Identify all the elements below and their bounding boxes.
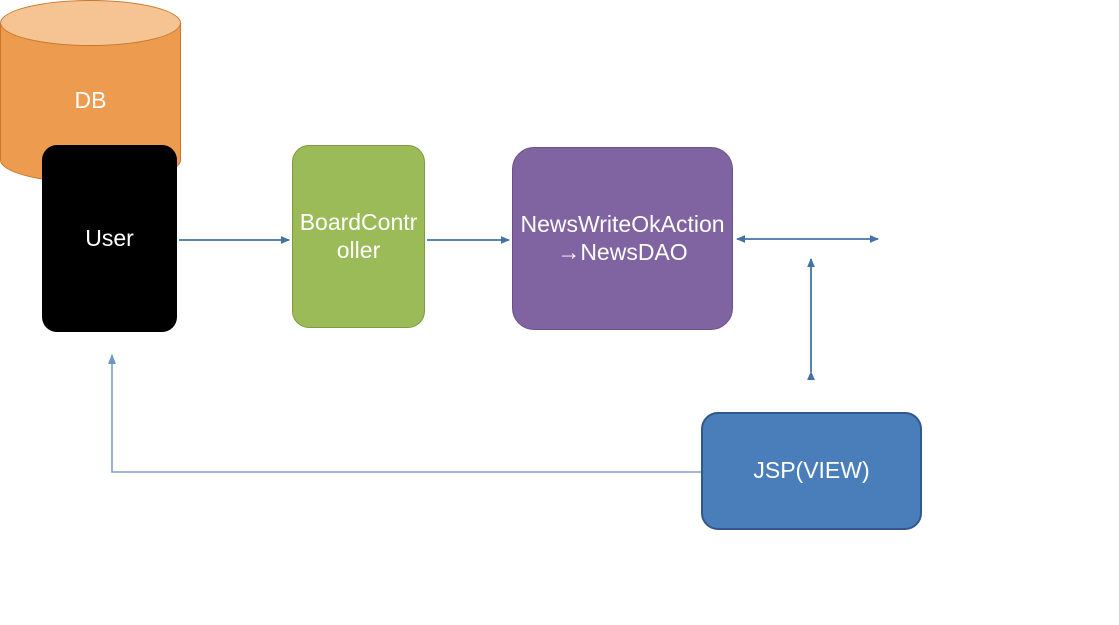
- node-news-write-ok-action[interactable]: NewsWriteOkAction→NewsDAO: [512, 147, 733, 330]
- connector-view-to-user: [108, 354, 701, 473]
- node-news-write-ok-action-label: NewsWriteOkAction→NewsDAO: [520, 211, 725, 265]
- node-board-controller[interactable]: BoardController: [292, 145, 425, 328]
- node-user[interactable]: User: [42, 145, 177, 332]
- node-jsp-view[interactable]: JSP(VIEW): [701, 412, 922, 530]
- node-jsp-view-label: JSP(VIEW): [753, 457, 870, 484]
- node-board-controller-label: BoardController: [299, 209, 418, 263]
- node-database[interactable]: DB: [0, 0, 181, 183]
- node-user-label: User: [85, 224, 134, 251]
- database-cylinder-top: [0, 0, 181, 46]
- node-database-label: DB: [74, 87, 107, 113]
